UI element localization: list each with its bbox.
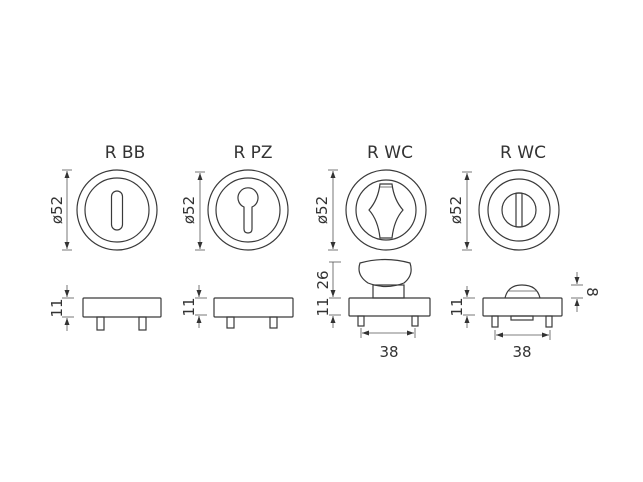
diameter-label: ø52	[313, 196, 331, 224]
side-view	[482, 284, 563, 328]
diameter-dimension: ø52	[180, 171, 205, 251]
variant-r-wc-knob: R WC ø52 26 11	[313, 143, 431, 361]
pin-spacing-dimension: 38	[494, 330, 551, 361]
diameter-label: ø52	[48, 196, 66, 224]
height-label: 11	[48, 298, 66, 317]
front-view	[76, 169, 158, 251]
variant-title: R BB	[105, 143, 146, 163]
diameter-dimension: ø52	[447, 171, 472, 251]
height-label: 11	[314, 297, 332, 316]
pin-spacing-label: 38	[379, 343, 398, 361]
height-dimension: 11	[180, 285, 207, 328]
height-dimension: 11	[448, 286, 475, 328]
diameter-label: ø52	[447, 196, 465, 224]
keyhole-slot	[110, 190, 124, 231]
diameter-dimension: ø52	[313, 169, 338, 251]
pin-spacing-label: 38	[512, 343, 531, 361]
height-label: 11	[448, 297, 466, 316]
indicator-slot	[515, 192, 523, 228]
front-view	[207, 169, 289, 251]
variant-title: R WC	[500, 143, 546, 163]
side-view	[348, 258, 431, 327]
knob-height-label: 26	[314, 270, 332, 289]
diameter-label: ø52	[180, 196, 198, 224]
knob-height-dimension: 26	[314, 261, 341, 297]
indicator-height-dimension: 8	[571, 272, 601, 312]
diameter-dimension: ø52	[48, 169, 72, 251]
side-view	[213, 297, 294, 329]
cylinder-hole	[237, 187, 259, 234]
variant-title: R PZ	[233, 143, 272, 163]
front-view	[345, 169, 427, 251]
front-view	[478, 169, 560, 251]
variant-r-pz: R PZ ø52 11	[180, 143, 294, 329]
variant-title: R WC	[367, 143, 413, 163]
variant-r-bb: R BB ø52 11	[48, 143, 162, 331]
turn-knob	[368, 183, 404, 239]
height-dimension: 11	[314, 297, 341, 328]
indicator-height-label: 8	[583, 287, 601, 297]
side-view	[82, 297, 162, 331]
pin-spacing-dimension: 38	[360, 328, 416, 361]
height-dimension: 11	[48, 285, 74, 331]
variant-r-wc-indicator: R WC ø52 11	[447, 143, 601, 361]
height-label: 11	[180, 297, 198, 316]
